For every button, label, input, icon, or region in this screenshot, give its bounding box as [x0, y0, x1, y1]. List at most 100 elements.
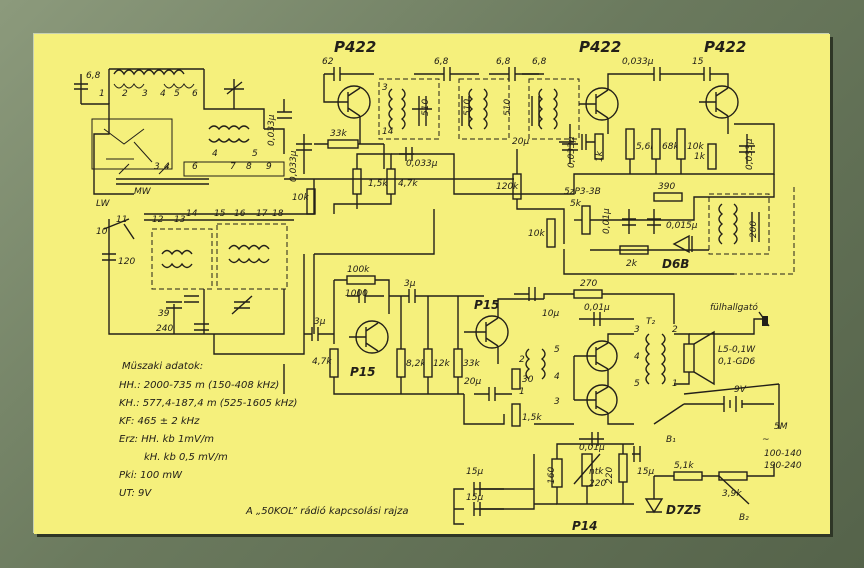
speaker-spec-2: 0,1-GD6 — [718, 357, 755, 367]
if1-pin-3: 3 — [382, 83, 388, 93]
r-30-label: 30 — [522, 375, 534, 385]
r-3-9k-label: 3,9k — [722, 489, 742, 499]
c-510-a: 510 — [421, 99, 431, 116]
t2-pin-5: 5 — [634, 379, 640, 389]
r-10k-c — [546, 218, 556, 248]
battery-9v-label: 9V — [734, 385, 747, 395]
c-39-label: 39 — [158, 309, 170, 319]
r-1k-b-label: 1k — [694, 152, 706, 162]
r-5-6k — [625, 128, 635, 160]
pin-5: 5 — [174, 89, 180, 99]
spec-erz1: Erz: HH. kb 1mV/m — [119, 434, 214, 445]
r-10k-a-label: 10k — [687, 142, 704, 152]
audio-preamp: 100k 1000 3µ 4,7k P15 3µ 8,2k 12k 33k P1… — [304, 209, 544, 395]
earphone-jack — [762, 316, 768, 326]
mains-voltage-2: 190-240 — [764, 461, 802, 471]
speaker-coil — [683, 343, 695, 373]
mains-voltage-1: 100-140 — [764, 449, 802, 459]
c-1000-label: 1000 — [345, 289, 368, 299]
r-1-5k-a-label: 1,5k — [368, 179, 388, 189]
pin-4c: 4 — [164, 162, 170, 172]
pin-5b: 5 — [252, 149, 258, 159]
battery-5m-label: 5M — [774, 422, 788, 432]
diode-d2-label: D7Z5 — [666, 503, 701, 517]
r-3-9k — [718, 471, 748, 481]
earphone-jack-label: fülhallgató — [710, 302, 758, 313]
spec-ut: UT: 9V — [119, 488, 152, 499]
pot-label: 5zP3-3B — [564, 187, 601, 197]
r-33k-label: 33k — [330, 129, 347, 139]
c-001-b-label: 0,01µ — [584, 303, 610, 313]
pin-2: 2 — [122, 89, 128, 99]
if-stages: P422 P422 P422 62 33k 0,033µ 1,5k 4,7k 1… — [284, 38, 795, 275]
r-4-7k-a-label: 4,7k — [398, 179, 418, 189]
r-33k-b-label: 33k — [463, 359, 480, 369]
lw-coil-box — [151, 228, 213, 290]
drv-pin-1: 1 — [519, 387, 525, 397]
transistor-t5-label: P15 — [474, 298, 500, 312]
band-mw-label: MW — [134, 187, 152, 197]
c-200-label: 200 — [749, 221, 759, 238]
audio-output: 10µ 270 0,01µ 2 1 5 4 3 30 1,5k 20µ 0,01… — [453, 279, 802, 533]
band-switch-upper — [91, 118, 173, 170]
if-transformer-4 — [708, 193, 770, 255]
r-220-a-label: 220 — [589, 479, 606, 489]
c-3u-a-label: 3µ — [314, 317, 326, 327]
c-3u-b-label: 3µ — [404, 279, 416, 289]
r-10k-a — [676, 128, 686, 160]
pin-8c: 8 — [246, 162, 252, 172]
band-switch-contacts — [183, 161, 285, 177]
c-10u-label: 10µ — [542, 309, 559, 319]
r-220-b — [618, 453, 628, 483]
pin-6: 6 — [192, 89, 198, 99]
c-6-8-label: 6,8 — [86, 71, 101, 81]
pin-4b: 4 — [212, 149, 218, 159]
spec-kf: KF: 465 ± 2 kHz — [119, 416, 200, 427]
r-68k — [651, 128, 661, 160]
r-100k-label: 100k — [347, 265, 370, 275]
transistor-t3-label: P422 — [704, 38, 746, 56]
r-8-2k-label: 8,2k — [406, 359, 426, 369]
t2-pin-4: 4 — [634, 352, 640, 362]
c-240-label: 240 — [156, 324, 173, 334]
schematic-sheet: 6,8 1 2 3 4 5 6 0,033µ 4 5 MW LW 3 4 6 7… — [34, 34, 830, 534]
c-6-8-b: 6,8 — [496, 57, 511, 67]
transistor-t2-label: P422 — [579, 38, 621, 56]
r-220-b-label: 220 — [605, 467, 615, 484]
r-4-7k-a — [386, 168, 396, 195]
c-510-b: 510 — [463, 99, 473, 116]
r-390-label: 390 — [658, 182, 675, 192]
drv-pin-3: 3 — [554, 397, 560, 407]
if-transformer-1 — [378, 78, 440, 140]
drv-pin-2: 2 — [519, 355, 525, 365]
switch-b1-label: B₁ — [666, 435, 676, 445]
r-1-5k-b-label: 1,5k — [522, 413, 542, 423]
r-12k-label: 12k — [433, 359, 450, 369]
c-001-label: 0,01µ — [602, 208, 612, 234]
r-5-6k-label: 5,6k — [636, 142, 656, 152]
drv-pin-5: 5 — [554, 345, 560, 355]
c-120-label: 120 — [118, 257, 135, 267]
r-2k-label: 2k — [626, 259, 638, 269]
transistor-t6-label: P14 — [572, 519, 598, 533]
r-4-7k-b-label: 4,7k — [312, 357, 332, 367]
pin-3: 3 — [142, 89, 148, 99]
r-100k — [346, 275, 376, 285]
spec-erz2: kH. kb 0,5 mV/m — [144, 452, 228, 463]
pin-10: 10 — [96, 227, 108, 237]
speaker-spec-1: L5-0,1W — [718, 345, 756, 355]
c-510-c: 510 — [503, 99, 513, 116]
transistor-t1-label: P422 — [334, 38, 376, 56]
c-15u-a-label: 15µ — [466, 467, 483, 477]
if-transformer-2 — [458, 78, 510, 140]
c-0033-d: 0,033µ — [567, 136, 577, 168]
r-390 — [653, 192, 683, 202]
r-12k — [423, 348, 433, 378]
c-0033-left: 0,033µ — [267, 114, 277, 146]
r-33k-b — [453, 348, 463, 378]
r-10k-b-label: 10k — [292, 193, 309, 203]
r-270 — [573, 289, 603, 299]
r-1-5k-b — [511, 403, 521, 427]
r-33k — [327, 139, 359, 149]
ac-symbol: ~ — [762, 435, 770, 445]
